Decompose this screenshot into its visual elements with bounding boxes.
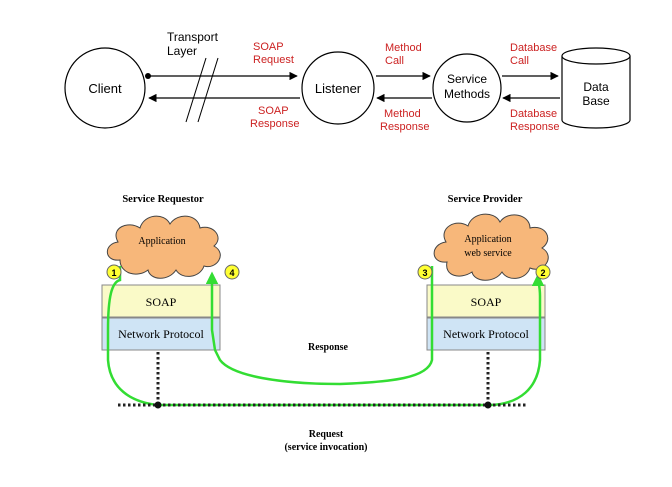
service-methods-label-line1: Service bbox=[447, 72, 487, 86]
application-right-label-line2: web service bbox=[464, 248, 512, 259]
top-flow-diagram: Client Transport Layer SOAP Request SOAP… bbox=[64, 30, 631, 133]
network-node-right bbox=[484, 401, 492, 409]
listener-label: Listener bbox=[315, 81, 362, 96]
soap-box-left bbox=[101, 284, 221, 318]
client-label: Client bbox=[88, 81, 122, 96]
network-box-left bbox=[101, 317, 221, 351]
step-badge-3: 3 bbox=[417, 264, 433, 280]
transport-slash-1 bbox=[185, 57, 207, 123]
database-response-label-line1: Database bbox=[510, 108, 557, 120]
response-flow-up bbox=[205, 271, 219, 351]
soap-box-right bbox=[426, 284, 546, 318]
soap-request-label-line2: Request bbox=[253, 54, 294, 66]
transport-layer: Transport Layer bbox=[167, 30, 219, 123]
listener-node: Listener bbox=[301, 51, 375, 125]
soap-left-label: SOAP bbox=[146, 295, 177, 309]
svg-text:3: 3 bbox=[422, 268, 427, 278]
application-right-label-line1: Application bbox=[464, 234, 511, 245]
svg-text:2: 2 bbox=[540, 268, 545, 278]
soap-right-label: SOAP bbox=[471, 295, 502, 309]
step-badge-1: 1 bbox=[106, 264, 122, 280]
data-base-label-line2: Base bbox=[582, 94, 610, 108]
application-cloud-right: Application web service bbox=[433, 213, 549, 281]
network-right-label: Network Protocol bbox=[443, 327, 529, 341]
request-flow-right bbox=[158, 273, 545, 407]
database-response-label-line2: Response bbox=[510, 121, 560, 133]
request-label-line2: (service invocation) bbox=[284, 442, 367, 453]
service-methods-label-line2: Methods bbox=[444, 87, 490, 101]
bottom-stack-diagram: Service Requestor Service Provider Appli… bbox=[101, 194, 551, 453]
network-left-label: Network Protocol bbox=[118, 327, 204, 341]
client-node: Client bbox=[64, 47, 146, 129]
application-left-label: Application bbox=[138, 236, 185, 247]
step-badge-4: 4 bbox=[224, 264, 240, 280]
request-flow-left bbox=[106, 266, 159, 407]
response-label: Response bbox=[308, 342, 349, 353]
database-call-label-line2: Call bbox=[510, 55, 529, 67]
method-response-label-line2: Response bbox=[380, 121, 430, 133]
service-methods-node: Service Methods bbox=[432, 53, 502, 123]
method-call-label-line2: Call bbox=[385, 55, 404, 67]
request-label-line1: Request bbox=[309, 429, 344, 440]
soap-response-label-line2: Response bbox=[250, 118, 300, 130]
data-base-label-line1: Data bbox=[583, 80, 609, 94]
database-call-label-line1: Database bbox=[510, 42, 557, 54]
transport-label-line1: Transport bbox=[167, 30, 219, 44]
step-badge-2: 2 bbox=[535, 264, 551, 280]
network-node-left bbox=[154, 401, 162, 409]
transport-slash-2 bbox=[197, 57, 219, 123]
service-provider-heading: Service Provider bbox=[448, 194, 523, 205]
transport-label-line2: Layer bbox=[167, 44, 197, 58]
method-response-label-line1: Method bbox=[384, 108, 421, 120]
soap-response-label-line1: SOAP bbox=[258, 105, 289, 117]
database-cylinder-icon: Data Base bbox=[561, 47, 631, 129]
message-flow-lines bbox=[106, 266, 545, 407]
response-flow bbox=[213, 266, 434, 386]
soap-request-label-line1: SOAP bbox=[253, 41, 284, 53]
service-requestor-heading: Service Requestor bbox=[122, 194, 204, 205]
network-box-right bbox=[426, 317, 546, 351]
svg-text:4: 4 bbox=[229, 268, 234, 278]
method-call-label-line1: Method bbox=[385, 42, 422, 54]
application-cloud-left: Application bbox=[106, 215, 221, 279]
svg-text:1: 1 bbox=[111, 268, 116, 278]
